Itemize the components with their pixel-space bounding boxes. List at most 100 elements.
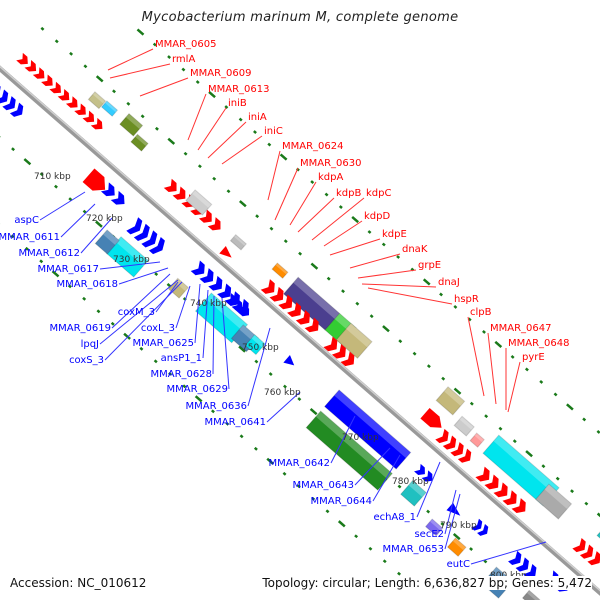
gene-feature (87, 91, 107, 110)
gene-label-forward: MMAR_0609 (190, 68, 252, 79)
gene-box-shine (275, 263, 288, 275)
gene-box (271, 262, 289, 279)
gene-label-forward: iniC (264, 126, 283, 137)
gene-box-shine (544, 484, 572, 509)
leader-line (221, 297, 230, 390)
gene-box-shine (174, 278, 189, 292)
gene-label-reverse: eutC (447, 559, 470, 570)
tick-minor (82, 296, 87, 301)
gene-feature (282, 276, 341, 331)
gene-box (282, 276, 341, 331)
gene-feature (0, 82, 24, 117)
leader-line (311, 197, 365, 241)
gene-box (119, 112, 144, 137)
tick-minor (338, 205, 343, 209)
tick-minor (498, 426, 503, 431)
gene-box-shine (135, 134, 149, 147)
tick-minor (469, 401, 474, 406)
tick-minor (453, 305, 458, 309)
tick-minor (195, 80, 200, 84)
leader-line (323, 220, 363, 247)
gene-label-reverse: MMAR_0643 (293, 480, 355, 491)
leader-line (444, 489, 457, 535)
gene-feature (521, 589, 541, 600)
gene-arrow (435, 428, 449, 444)
gene-feature (420, 407, 442, 428)
gene-box-shine (103, 229, 120, 245)
leader-line (197, 107, 227, 151)
leader-line (107, 48, 154, 71)
tick-minor (225, 421, 230, 426)
gene-arrow (304, 317, 319, 333)
tick-major (95, 75, 104, 83)
gene-arrow (446, 502, 461, 516)
gene-label-forward: dnaJ (438, 277, 460, 288)
gene-box-shine (346, 323, 372, 348)
gene-feature (119, 112, 144, 137)
gene-feature (82, 168, 106, 191)
gene-box-shine (474, 433, 485, 443)
gene-arrow (579, 544, 594, 559)
gene-label-reverse: MMAR_0628 (151, 369, 213, 380)
gene-feature (283, 355, 295, 366)
tick-minor (512, 439, 517, 444)
gene-label-reverse: lpqJ (81, 339, 99, 350)
tick-minor (483, 559, 488, 564)
tick-minor (254, 359, 259, 364)
gene-label-forward: kdpB (336, 188, 361, 199)
tick-major (123, 332, 131, 340)
tick-major (23, 158, 32, 166)
gene-arrow (442, 435, 457, 450)
gene-feature (94, 229, 120, 255)
gene-arrow (207, 217, 221, 231)
gene-feature (185, 189, 213, 216)
leader-line (444, 493, 461, 550)
gene-arrow (340, 351, 355, 367)
tick-minor (140, 114, 145, 119)
leader-line (266, 391, 301, 423)
leader-line (39, 191, 86, 221)
kbp-label: 730 kbp (113, 255, 150, 265)
leader-line (372, 454, 401, 502)
tick-minor (541, 464, 546, 469)
leader-line (357, 269, 417, 279)
gene-feature (424, 518, 444, 537)
gene-label-reverse: MMAR_0611 (0, 232, 60, 243)
gene-box-shine (493, 435, 560, 494)
leader-line (202, 289, 209, 359)
gene-label-reverse: MMAR_0636 (186, 401, 248, 412)
leader-line (354, 447, 391, 486)
gene-box-shine (233, 234, 247, 246)
leader-line (175, 285, 191, 329)
gene-feature (126, 217, 165, 255)
tick-minor (396, 255, 401, 259)
gene-arrow (2, 96, 16, 111)
tick-minor (426, 364, 431, 369)
gene-box (87, 91, 107, 110)
gene-label-forward: kdpD (364, 211, 390, 222)
leader-line (99, 279, 179, 345)
gene-label-forward: kdpE (382, 229, 407, 240)
gene-label-reverse: MMAR_0644 (311, 496, 373, 507)
tick-major (566, 403, 574, 411)
gene-label-forward: MMAR_0624 (282, 141, 344, 152)
tick-minor (584, 501, 589, 506)
tick-minor (40, 26, 45, 31)
gene-arrow (0, 89, 9, 104)
gene-label-forward: MMAR_0613 (208, 84, 270, 95)
gene-arrow (219, 245, 232, 258)
tick-major (453, 387, 462, 395)
leader-line (118, 267, 169, 285)
leader-line (80, 217, 113, 254)
tick-minor (11, 147, 16, 152)
feature-layer (0, 52, 600, 600)
gene-box (446, 537, 467, 557)
gene-arrow (82, 110, 95, 123)
leader-line (109, 63, 171, 79)
gene-label-reverse: MMAR_0642 (269, 458, 331, 469)
tick-minor (268, 372, 273, 377)
tick-minor (367, 230, 372, 234)
tick-minor (226, 189, 231, 194)
gene-label-reverse: coxL_3 (141, 323, 175, 334)
